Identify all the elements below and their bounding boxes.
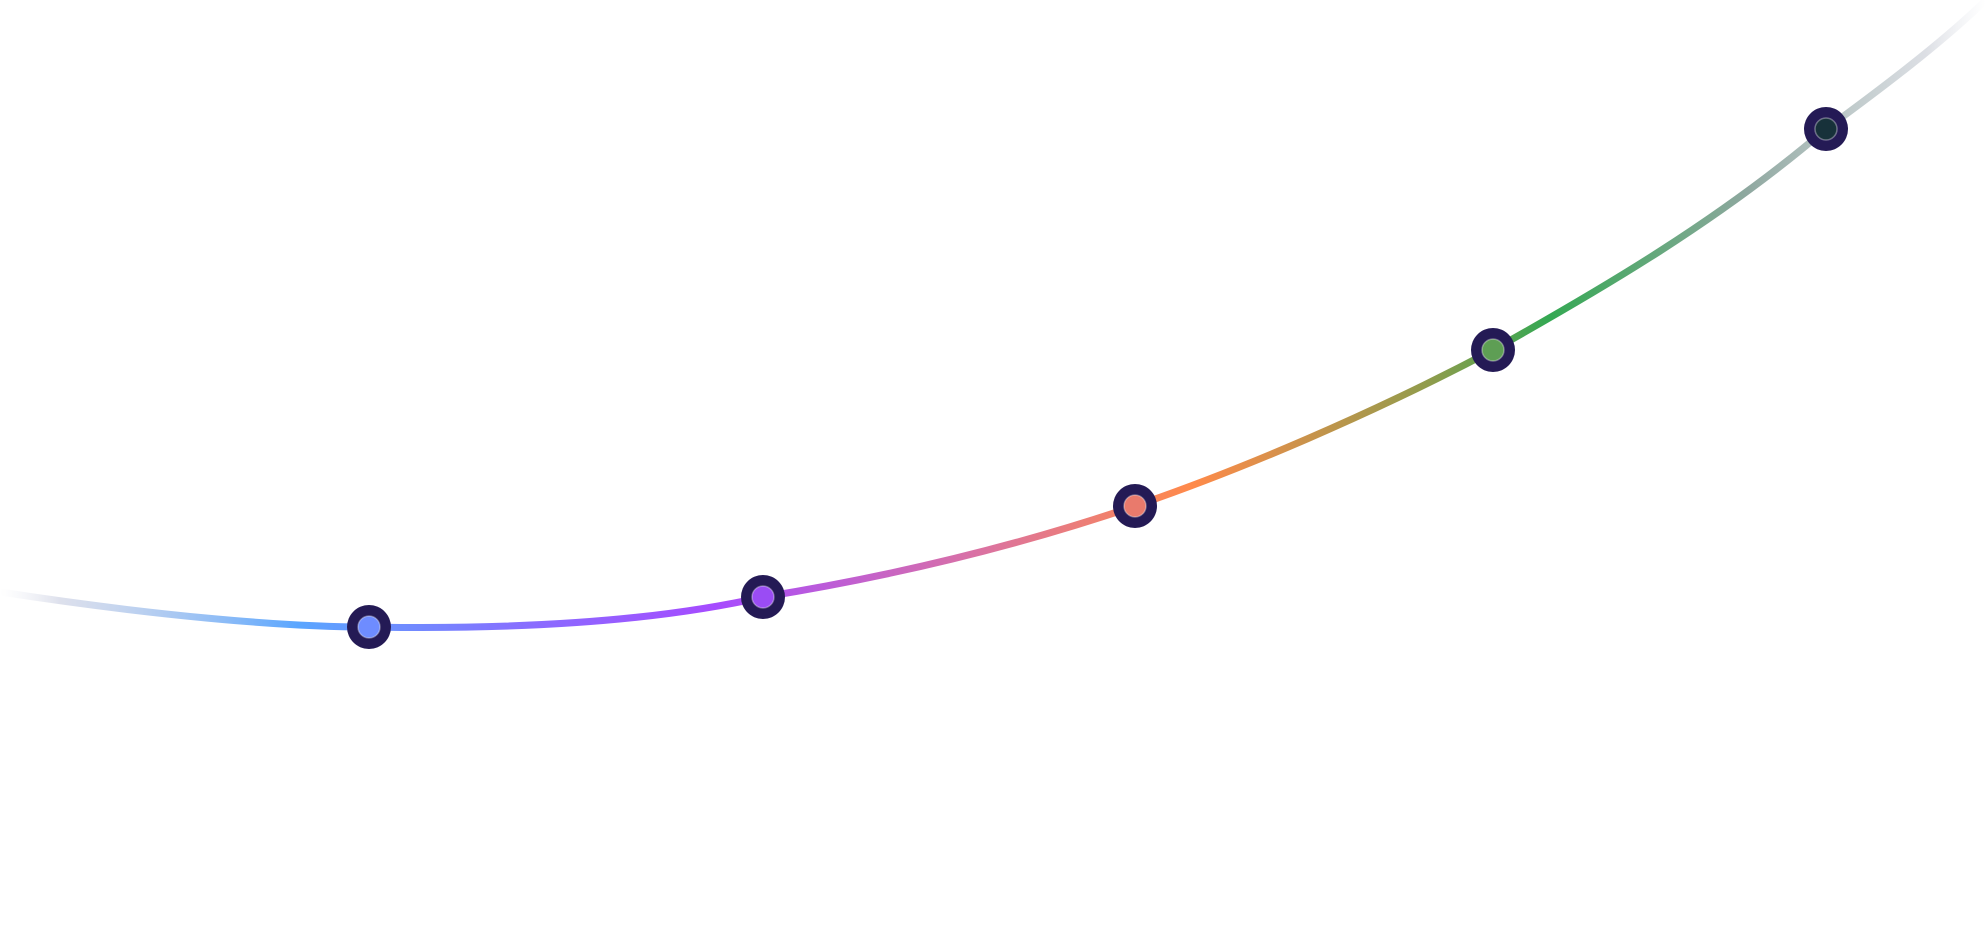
milestone-marker-3 <box>1113 484 1157 528</box>
gradient-curve-line <box>0 0 1986 631</box>
milestone-marker-1 <box>347 605 391 649</box>
marker-dot <box>751 585 775 609</box>
milestone-marker-2 <box>741 575 785 619</box>
marker-dot <box>1814 117 1838 141</box>
milestone-marker-5 <box>1804 107 1848 151</box>
marker-dot <box>357 615 381 639</box>
milestone-markers <box>347 107 1848 649</box>
milestone-marker-4 <box>1471 328 1515 372</box>
marker-dot <box>1481 338 1505 362</box>
marker-dot <box>1123 494 1147 518</box>
